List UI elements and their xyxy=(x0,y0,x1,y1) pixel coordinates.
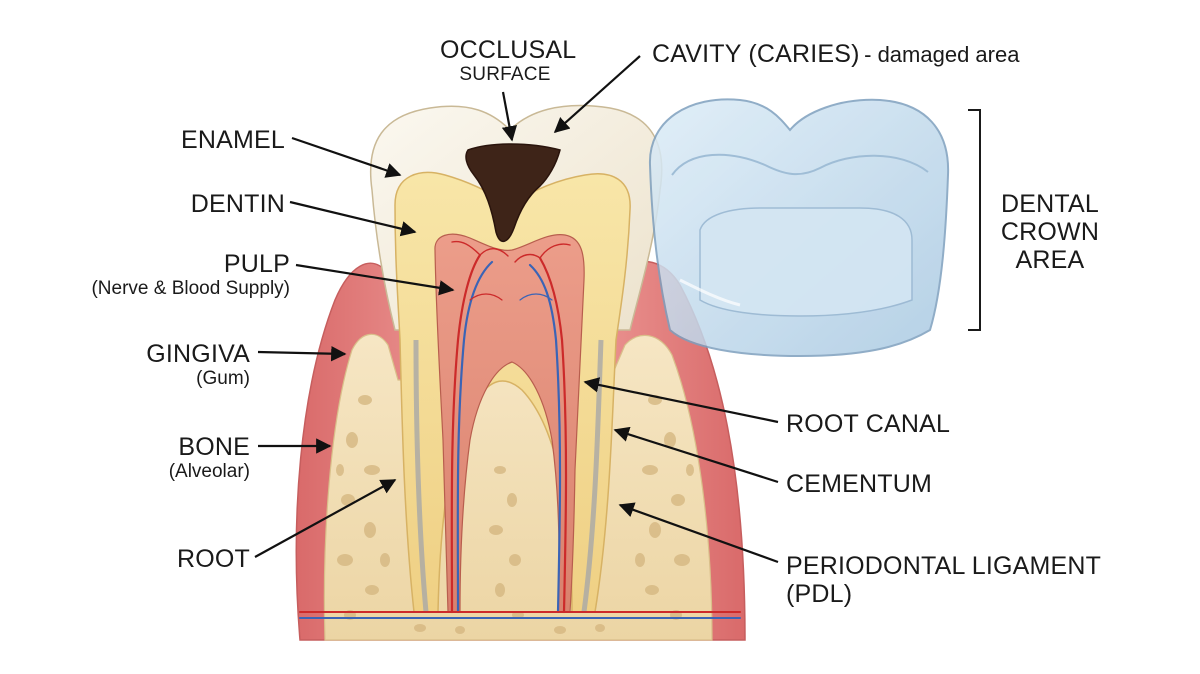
root-canal-label: ROOT CANAL xyxy=(786,410,951,438)
enamel-label: ENAMEL xyxy=(180,126,285,154)
pdl-label-line1: PERIODONTAL LIGAMENT xyxy=(786,552,1102,580)
cavity-label-note: - damaged area xyxy=(864,42,1020,67)
cavity-label-main: CAVITY (CARIES) xyxy=(652,40,860,68)
crown-bracket xyxy=(968,109,981,331)
cavity-label: CAVITY (CARIES) - damaged area xyxy=(652,40,1019,68)
pulp-shape xyxy=(434,233,585,613)
dental-crown-area-label: DENTAL CROWN AREA xyxy=(990,190,1110,274)
occlusal-surface-label: OCCLUSAL SURFACE xyxy=(440,36,577,85)
crown-label-line2: CROWN xyxy=(1000,218,1100,246)
bone-label-note: (Alveolar) xyxy=(168,461,250,482)
leader-arrows xyxy=(254,55,779,564)
occlusal-label-line1: OCCLUSAL xyxy=(440,36,577,64)
occlusal-label-line2: SURFACE xyxy=(459,64,551,85)
pdl-label: PERIODONTAL LIGAMENT (PDL) xyxy=(786,552,1101,608)
dental-crown-illustration xyxy=(648,98,950,358)
gingiva-label-note: (Gum) xyxy=(196,368,250,389)
pulp-label-note: (Nerve & Blood Supply) xyxy=(91,278,290,299)
gingiva-label-main: GINGIVA xyxy=(146,340,250,368)
crown-label-line1: DENTAL xyxy=(1001,190,1099,218)
crown-label-line3: AREA xyxy=(1015,246,1085,274)
blood-vessels xyxy=(299,240,741,619)
pulp-label: PULP (Nerve & Blood Supply) xyxy=(20,250,290,299)
pdl-label-line2: (PDL) xyxy=(786,580,853,608)
cementum-line xyxy=(413,339,604,613)
bone-label: BONE (Alveolar) xyxy=(60,433,250,482)
dentin-label: DENTIN xyxy=(190,190,285,218)
root-label: ROOT xyxy=(176,545,250,573)
gingiva-label: GINGIVA (Gum) xyxy=(60,340,250,389)
bone-label-main: BONE xyxy=(178,433,250,461)
cementum-label: CEMENTUM xyxy=(786,470,933,498)
cavity-shape xyxy=(465,143,561,242)
pulp-label-main: PULP xyxy=(223,250,290,278)
